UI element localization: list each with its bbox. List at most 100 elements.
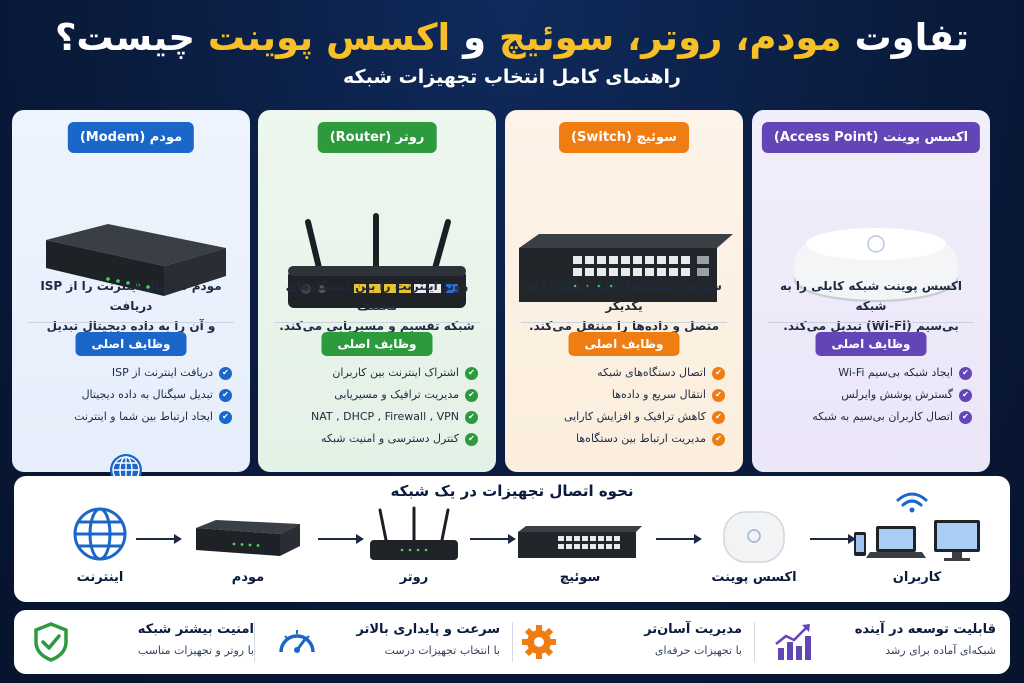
switch-icon [519, 234, 733, 302]
flow-node-label: کاربران [892, 570, 942, 585]
check-icon: ✔ [712, 366, 725, 380]
growth-chart-icon [775, 624, 811, 660]
title-word: تفاوت [854, 16, 970, 59]
list-item: ✔مدیریت ارتباط بین دستگاه‌ها [515, 428, 725, 450]
switch-description: سوئیچ دستگاه‌ها داخل شبکه را به یکدیگر م… [517, 276, 731, 336]
flow-node-label: اکسس پوینت [711, 570, 797, 585]
check-icon: ✔ [465, 432, 478, 446]
list-item: ✔NAT , DHCP , Firewall , VPN [268, 406, 478, 428]
list-item: ✔ایجاد شبکه بی‌سیم Wi-Fi [762, 362, 972, 384]
router-description: روتر اینترنت را بین دستگاه‌های مختلف شبک… [270, 276, 484, 336]
list-item: ✔کنترل دسترسی و امنیت شبکه [268, 428, 478, 450]
switch-desc-line: سوئیچ دستگاه‌ها داخل شبکه را به یکدیگر [526, 279, 722, 313]
list-item: ✔کاهش ترافیک و افزایش کارایی [515, 406, 725, 428]
gear-icon [522, 625, 556, 659]
access-point-card: اکسس پوینت (Access Point) اکسس پوینت شبک… [752, 110, 990, 472]
switch-badge: سوئیچ (Switch) [559, 122, 689, 153]
benefit-title: سرعت و پایداری بالاتر [356, 622, 500, 637]
access-point-functions-list: ✔ایجاد شبکه بی‌سیم Wi-Fi ✔گسترش پوشش وای… [762, 362, 972, 428]
check-icon: ✔ [712, 410, 725, 424]
benefit-title: امنیت بیشتر شبکه [137, 622, 254, 637]
modem-functions-heading: وظایف اصلی [75, 332, 187, 356]
access-point-icon [794, 228, 958, 302]
arrow-right-icon [470, 534, 516, 544]
check-icon: ✔ [219, 366, 232, 380]
switch-card: سوئیچ (Switch) سوئیچ دستگاه‌ها داخل شبکه… [505, 110, 743, 472]
speedometer-icon [279, 630, 315, 653]
benefit-subtitle: با تجهیزات حرفه‌ای [654, 644, 742, 657]
benefit-subtitle: با روتر و تجهیزات مناسب [137, 644, 254, 657]
arrow-right-icon [318, 534, 364, 544]
modem-icon [46, 224, 226, 296]
list-item: ✔دریافت اینترنت از ISP [22, 362, 232, 384]
modem-badge: مودم (Modem) [67, 122, 195, 153]
list-item: ✔اتصال کاربران بی‌سیم به شبکه [762, 406, 972, 428]
flow-title: نحوه اتصال تجهیزات در یک شبکه [390, 482, 634, 500]
check-icon: ✔ [219, 410, 232, 424]
flow-node-internet: اینترنت [60, 498, 140, 608]
flow-node-router: روتر [362, 498, 466, 608]
switch-icon [518, 526, 642, 558]
divider [274, 322, 480, 323]
router-badge: روتر (Router) [317, 122, 437, 153]
shield-check-icon [34, 622, 68, 662]
arrow-right-icon [656, 534, 702, 544]
check-icon: ✔ [219, 388, 232, 402]
flow-node-modem: مودم [186, 498, 310, 608]
title-word: روتر، [627, 16, 723, 59]
benefit-subtitle: شبکه‌ای آماده برای رشد [885, 644, 996, 657]
title-word: مودم، [735, 16, 842, 59]
check-icon: ✔ [959, 388, 972, 402]
page-title: تفاوت مودم، روتر، سوئیچ و اکسس پوینت چیس… [0, 12, 1024, 64]
benefit-title: مدیریت آسان‌تر [644, 622, 742, 637]
access-point-icon [723, 511, 785, 563]
divider [521, 322, 727, 323]
flow-node-access-point: اکسس پوینت [704, 498, 804, 608]
modem-card: مودم (Modem) مودم سیگنال اینترنت را از I… [12, 110, 250, 472]
benefit-item: امنیت بیشتر شبکه با روتر و تجهیزات مناسب [24, 618, 254, 666]
access-point-badge: اکسس پوینت (Access Point) [761, 122, 981, 153]
switch-functions-heading: وظایف اصلی [568, 332, 680, 356]
router-card: روتر (Router) روتر اینترنت را بین دستگاه… [258, 110, 496, 472]
benefits-bar: قابلیت توسعه در آینده شبکه‌ای آماده برای… [14, 610, 1010, 674]
list-item: ✔اتصال دستگاه‌های شبکه [515, 362, 725, 384]
check-icon: ✔ [959, 366, 972, 380]
list-item: ✔ایجاد ارتباط بین شما و اینترنت [22, 406, 232, 428]
modem-icon [196, 520, 300, 556]
flow-node-label: اینترنت [76, 570, 124, 585]
divider [768, 322, 974, 323]
check-icon: ✔ [465, 410, 478, 424]
modem-desc-line: مودم سیگنال اینترنت را از ISP دریافت [40, 279, 222, 313]
title-word: اکسس پوینت [207, 16, 451, 59]
flow-node-label: روتر [399, 570, 429, 585]
check-icon: ✔ [465, 366, 478, 380]
access-point-desc-line: اکسس پوینت شبکه کابلی را به شبکه [779, 279, 963, 313]
flow-node-users: کاربران [850, 486, 984, 598]
check-icon: ✔ [959, 410, 972, 424]
list-item: ✔مدیریت ترافیک و مسیریابی [268, 384, 478, 406]
arrow-right-icon [810, 534, 856, 544]
modem-functions-list: ✔دریافت اینترنت از ISP ✔تبدیل سیگنال به … [22, 362, 232, 428]
access-point-description: اکسس پوینت شبکه کابلی را به شبکه بی‌سیم … [764, 276, 978, 336]
benefit-title: قابلیت توسعه در آینده [854, 622, 996, 637]
divider [754, 622, 755, 662]
flow-node-switch: سوئیچ [512, 498, 648, 608]
list-item: ✔گسترش پوشش وایرلس [762, 384, 972, 406]
divider [254, 622, 255, 662]
router-icon [370, 506, 458, 560]
check-icon: ✔ [712, 432, 725, 446]
check-icon: ✔ [712, 388, 725, 402]
switch-functions-list: ✔اتصال دستگاه‌های شبکه ✔انتقال سریع و دا… [515, 362, 725, 450]
divider [28, 322, 234, 323]
title-word: چیست؟ [54, 16, 195, 59]
check-icon: ✔ [465, 388, 478, 402]
network-flow-panel: نحوه اتصال تجهیزات در یک شبکه اینترنت مو… [14, 476, 1010, 602]
router-desc-line: روتر اینترنت را بین دستگاه‌های مختلف [285, 279, 469, 313]
list-item: ✔اشتراک اینترنت بین کاربران [268, 362, 478, 384]
page-subtitle: راهنمای کامل انتخاب تجهیزات شبکه [343, 66, 681, 88]
divider [512, 622, 513, 662]
arrow-right-icon [136, 534, 182, 544]
benefit-item: سرعت و پایداری بالاتر با انتخاب تجهیزات … [270, 618, 500, 666]
router-icon [288, 213, 466, 308]
flow-node-label: سوئیچ [559, 570, 601, 585]
